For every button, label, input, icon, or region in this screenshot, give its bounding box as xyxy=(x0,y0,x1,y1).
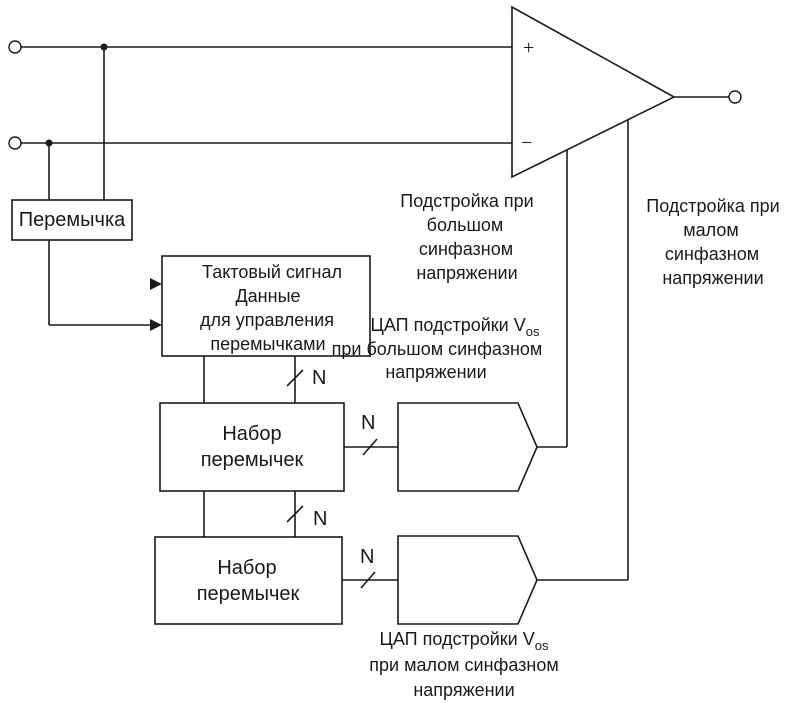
dac-low-label-prefix: ЦАП подстройки V xyxy=(380,629,535,649)
opamp-minus-sign: − xyxy=(521,132,532,154)
fuse-label: Перемычка xyxy=(19,209,126,231)
low-cm-trim-label-2: малом xyxy=(683,220,738,240)
fuse-control-box xyxy=(161,255,371,357)
bus-slash-4 xyxy=(360,571,376,589)
fuse-bank-2-box xyxy=(154,536,343,625)
bus-slash-2 xyxy=(362,438,378,456)
fuse-bank-2-label-2: перемычек xyxy=(197,583,300,605)
data-arrow-icon xyxy=(150,319,162,331)
bus-width-label-2: N xyxy=(361,412,375,434)
dac-low-label-sub: os xyxy=(535,638,549,653)
dac-high-label-line3: напряжении xyxy=(385,362,486,382)
low-cm-trim-label-1: Подстройка при xyxy=(646,196,779,216)
dac-high-cm xyxy=(397,402,538,492)
dac-high-label-line1: ЦАП подстройки Vos xyxy=(371,315,540,339)
dac-high-label-sub: os xyxy=(526,324,540,339)
bus-slash-1 xyxy=(286,369,304,387)
control-label-line1: Тактовый сигнал xyxy=(202,262,342,282)
clock-arrow-icon xyxy=(150,278,162,290)
bus-slash-3 xyxy=(286,505,304,523)
dac-high-label-line2: при большом синфазном xyxy=(332,339,543,359)
opamp-triangle xyxy=(511,5,676,179)
fuse-bank-1-label-1: Набор xyxy=(222,423,281,445)
dac-low-label-line2: при малом синфазном xyxy=(369,655,558,675)
fuse-bank-2-label-1: Набор xyxy=(217,557,276,579)
dac-high-label-prefix: ЦАП подстройки V xyxy=(371,315,526,335)
input-terminal-minus xyxy=(8,136,22,150)
high-cm-trim-label-4: напряжении xyxy=(416,263,517,283)
bus-width-label-3: N xyxy=(313,508,327,530)
high-cm-trim-label-1: Подстройка при xyxy=(400,191,533,211)
low-cm-trim-label-4: напряжении xyxy=(662,268,763,288)
dac-low-label-line3: напряжении xyxy=(413,680,514,700)
output-terminal xyxy=(728,90,742,104)
opamp-plus-sign: + xyxy=(523,37,534,59)
control-label-line4: перемычками xyxy=(210,334,325,354)
fuse-box xyxy=(11,199,133,241)
control-label-line3: для управления xyxy=(200,310,334,330)
high-cm-trim-label-3: синфазном xyxy=(419,239,513,259)
dac-low-cm xyxy=(397,535,538,625)
control-label-line2: Данные xyxy=(235,286,300,306)
bus-width-label-1: N xyxy=(312,367,326,389)
input-terminal-plus xyxy=(8,40,22,54)
low-cm-trim-label-3: синфазном xyxy=(665,244,759,264)
dac-low-label-line1: ЦАП подстройки Vos xyxy=(380,629,549,653)
high-cm-trim-label-2: большом xyxy=(427,215,504,235)
bus-width-label-4: N xyxy=(360,546,374,568)
fuse-bank-1-label-2: перемычек xyxy=(201,449,304,471)
fuse-bank-1-box xyxy=(159,402,345,492)
